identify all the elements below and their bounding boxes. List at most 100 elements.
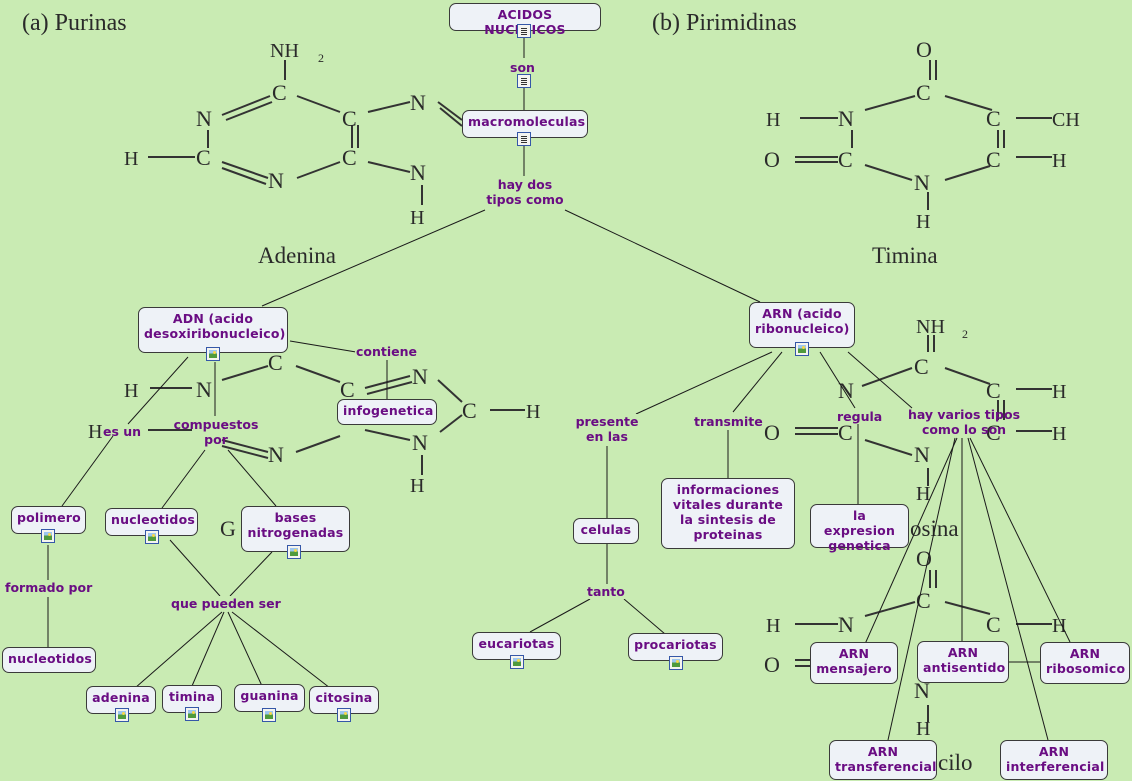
image-icon[interactable] <box>185 707 199 721</box>
timina-caption: Timina <box>872 243 938 268</box>
presente-en-las-label: presente en las <box>575 414 639 444</box>
svg-text:2: 2 <box>962 327 968 341</box>
svg-text:N: N <box>268 168 284 193</box>
svg-text:C: C <box>916 588 931 613</box>
link-label-es-un[interactable]: es un <box>102 424 142 439</box>
arn-antisentido-node[interactable]: ARN antisentido <box>917 641 1009 683</box>
arn-ribosomico-node[interactable]: ARN ribosomico <box>1040 642 1130 684</box>
svg-text:N: N <box>196 377 212 402</box>
document-icon[interactable] <box>517 74 531 88</box>
celulas-node[interactable]: celulas <box>573 518 639 544</box>
adenina-node[interactable]: adenina <box>86 686 156 714</box>
svg-text:N: N <box>410 90 426 115</box>
link-label-hay-varios-tipos[interactable]: hay varios tipos como lo son <box>906 407 1022 437</box>
link-label-formado-por[interactable]: formado por <box>4 580 94 595</box>
informaciones-node[interactable]: informaciones vitales durante la sintesi… <box>661 478 795 549</box>
timina-node[interactable]: timina <box>162 685 222 713</box>
svg-text:C: C <box>916 80 931 105</box>
adn-label: ADN (acido desoxiribonucleico) <box>144 311 286 341</box>
pirimidinas-title: (b) Pirimidinas <box>652 10 797 36</box>
svg-text:NH: NH <box>270 40 299 62</box>
image-icon[interactable] <box>287 545 301 559</box>
image-icon[interactable] <box>669 656 683 670</box>
svg-text:N: N <box>412 364 428 389</box>
svg-text:H: H <box>410 475 424 497</box>
arn-node[interactable]: ARN (acido ribonucleico) <box>749 302 855 348</box>
svg-text:C: C <box>342 106 357 131</box>
svg-text:C: C <box>986 106 1001 131</box>
image-icon[interactable] <box>510 655 524 669</box>
svg-text:N: N <box>410 160 426 185</box>
bases-nitrogenadas-label: bases nitrogenadas <box>247 510 344 540</box>
svg-text:C: C <box>272 80 287 105</box>
svg-text:H: H <box>88 421 102 443</box>
link-label-que-pueden-ser[interactable]: que pueden ser <box>170 596 282 611</box>
arn-interferencial-label: ARN interferencial <box>1006 744 1105 774</box>
arn-label: ARN (acido ribonucleico) <box>755 306 850 336</box>
adenina-label: adenina <box>92 690 150 705</box>
image-icon[interactable] <box>115 708 129 722</box>
image-icon[interactable] <box>206 347 220 361</box>
link-label-presente-en-las[interactable]: presente en las <box>573 414 641 444</box>
citosina-label: citosina <box>315 690 373 705</box>
arn-ribosomico-label: ARN ribosomico <box>1046 646 1126 676</box>
nucleotidos-label: nucleotidos <box>8 651 92 666</box>
uracilo-caption-partial: cilo <box>938 750 973 775</box>
image-icon[interactable] <box>337 708 351 722</box>
svg-text:H: H <box>124 148 138 170</box>
link-label-son[interactable]: son <box>509 60 536 75</box>
svg-text:H: H <box>410 207 424 229</box>
link-label-transmite[interactable]: transmite <box>693 414 764 429</box>
arn-transferencial-node[interactable]: ARN transferencial <box>829 740 937 780</box>
transmite-label: transmite <box>694 414 763 429</box>
svg-text:N: N <box>196 106 212 131</box>
guanina-label: guanina <box>240 688 299 703</box>
svg-text:N: N <box>268 442 284 467</box>
svg-text:O: O <box>764 652 780 677</box>
image-icon[interactable] <box>262 708 276 722</box>
link-label-tanto[interactable]: tanto <box>586 584 626 599</box>
es-un-label: es un <box>103 424 142 439</box>
image-icon[interactable] <box>41 529 55 543</box>
citosina-caption-partial: osina <box>910 516 959 541</box>
nucleotidos-node-left[interactable]: nucleotidos <box>2 647 96 673</box>
adn-node[interactable]: ADN (acido desoxiribonucleico) <box>138 307 288 353</box>
expresion-genetica-node[interactable]: la expresion genetica <box>810 504 909 553</box>
svg-text:N: N <box>412 430 428 455</box>
hay-varios-tipos-label: hay varios tipos como lo son <box>907 407 1021 437</box>
macromoleculas-label: macromoleculas <box>468 114 586 129</box>
arn-mensajero-node[interactable]: ARN mensajero <box>810 642 898 684</box>
svg-text:C: C <box>462 398 477 423</box>
svg-text:O: O <box>764 420 780 445</box>
purinas-title: (a) Purinas <box>22 10 127 36</box>
contiene-label: contiene <box>356 344 418 359</box>
svg-text:N: N <box>838 378 854 403</box>
svg-text:C: C <box>838 147 853 172</box>
svg-text:2: 2 <box>318 51 324 65</box>
image-icon[interactable] <box>795 342 809 356</box>
regula-label: regula <box>837 409 883 424</box>
svg-text:H: H <box>1052 615 1066 637</box>
compuestos-por-label: compuestos por <box>173 417 259 447</box>
svg-text:C: C <box>838 420 853 445</box>
link-label-regula[interactable]: regula <box>836 409 883 424</box>
link-label-contiene[interactable]: contiene <box>355 344 419 359</box>
eucariotas-label: eucariotas <box>478 636 555 651</box>
arn-interferencial-node[interactable]: ARN interferencial <box>1000 740 1108 780</box>
image-icon[interactable] <box>145 530 159 544</box>
link-label-hay-dos-tipos[interactable]: hay dos tipos como <box>484 177 566 207</box>
nucleotidos-label: nucleotidos <box>111 512 195 527</box>
infogenetica-node[interactable]: infogenetica <box>337 399 437 425</box>
svg-text:N: N <box>914 678 930 703</box>
link-label-compuestos-por[interactable]: compuestos por <box>170 417 262 447</box>
document-icon[interactable] <box>517 24 531 38</box>
adenina-caption: Adenina <box>258 243 336 268</box>
bases-nitrogenadas-node[interactable]: bases nitrogenadas <box>241 506 350 552</box>
svg-text:H: H <box>766 109 780 131</box>
arn-mensajero-label: ARN mensajero <box>816 646 892 676</box>
document-icon[interactable] <box>517 132 531 146</box>
arn-transferencial-label: ARN transferencial <box>835 744 937 774</box>
que-pueden-ser-label: que pueden ser <box>171 596 281 611</box>
svg-text:C: C <box>340 377 355 402</box>
